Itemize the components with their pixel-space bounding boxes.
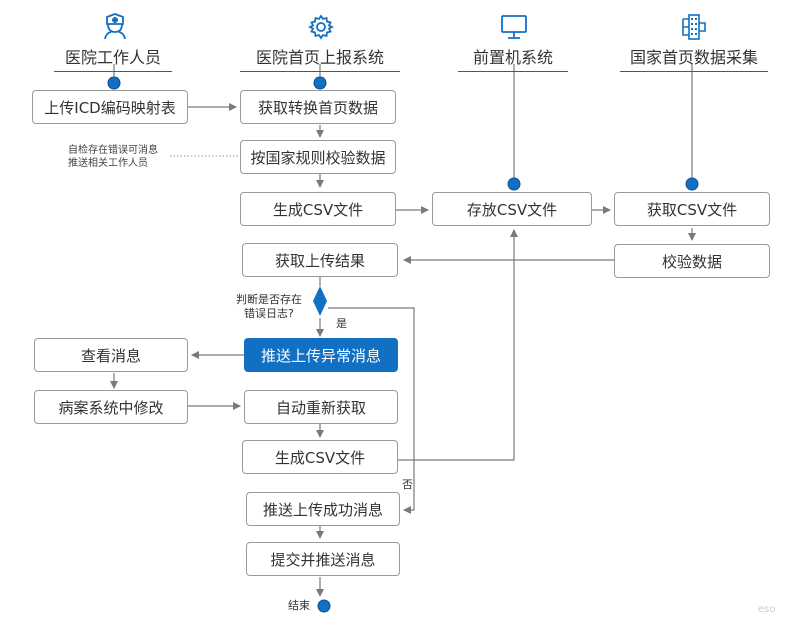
national-start-dot xyxy=(685,177,699,191)
note-self-check-line2: 推送相关工作人员 xyxy=(68,158,148,169)
monitor-icon xyxy=(501,15,527,39)
node-gen-csv-1: 生成CSV文件 xyxy=(240,192,396,226)
node-get-convert: 获取转换首页数据 xyxy=(240,90,396,124)
lane-title-report: 医院首页上报系统 xyxy=(240,44,400,72)
staff-start-dot xyxy=(107,76,121,90)
end-label: 结束 xyxy=(288,599,310,612)
node-view-msg: 查看消息 xyxy=(34,338,188,372)
node-store-csv: 存放CSV文件 xyxy=(432,192,592,226)
arrow-gen2-to-store xyxy=(398,229,518,461)
node-get-result: 获取上传结果 xyxy=(242,243,398,277)
node-check-data: 校验数据 xyxy=(614,244,770,278)
gear-icon xyxy=(308,14,334,40)
lane-title-front: 前置机系统 xyxy=(458,44,568,72)
node-modify-case: 病案系统中修改 xyxy=(34,390,188,424)
node-submit-push: 提交并推送消息 xyxy=(246,542,400,576)
lane-title-national: 国家首页数据采集 xyxy=(620,44,768,72)
arrow-decision-no xyxy=(328,307,415,514)
nurse-icon xyxy=(104,13,126,40)
end-dot xyxy=(317,599,331,613)
decision-label-line2: 错误日志? xyxy=(244,307,294,320)
front-start-dot xyxy=(507,177,521,191)
lane-title-staff: 医院工作人员 xyxy=(54,44,172,72)
decision-no-label: 否 xyxy=(402,478,413,491)
node-auto-reget: 自动重新获取 xyxy=(244,390,398,424)
node-push-error: 推送上传异常消息 xyxy=(244,338,398,372)
node-push-success: 推送上传成功消息 xyxy=(246,492,400,526)
note-self-check-line1: 自检存在错误可消息 xyxy=(68,145,158,156)
decision-diamond xyxy=(313,286,327,316)
decision-label-line1: 判断是否存在 xyxy=(236,293,302,306)
watermark: eso xyxy=(758,604,776,615)
node-upload-icd: 上传ICD编码映射表 xyxy=(32,90,188,124)
decision-yes-label: 是 xyxy=(336,317,347,330)
node-validate-rules: 按国家规则校验数据 xyxy=(240,140,396,174)
server-icon xyxy=(682,14,706,40)
report-start-dot xyxy=(313,76,327,90)
node-get-csv: 获取CSV文件 xyxy=(614,192,770,226)
node-gen-csv-2: 生成CSV文件 xyxy=(242,440,398,474)
